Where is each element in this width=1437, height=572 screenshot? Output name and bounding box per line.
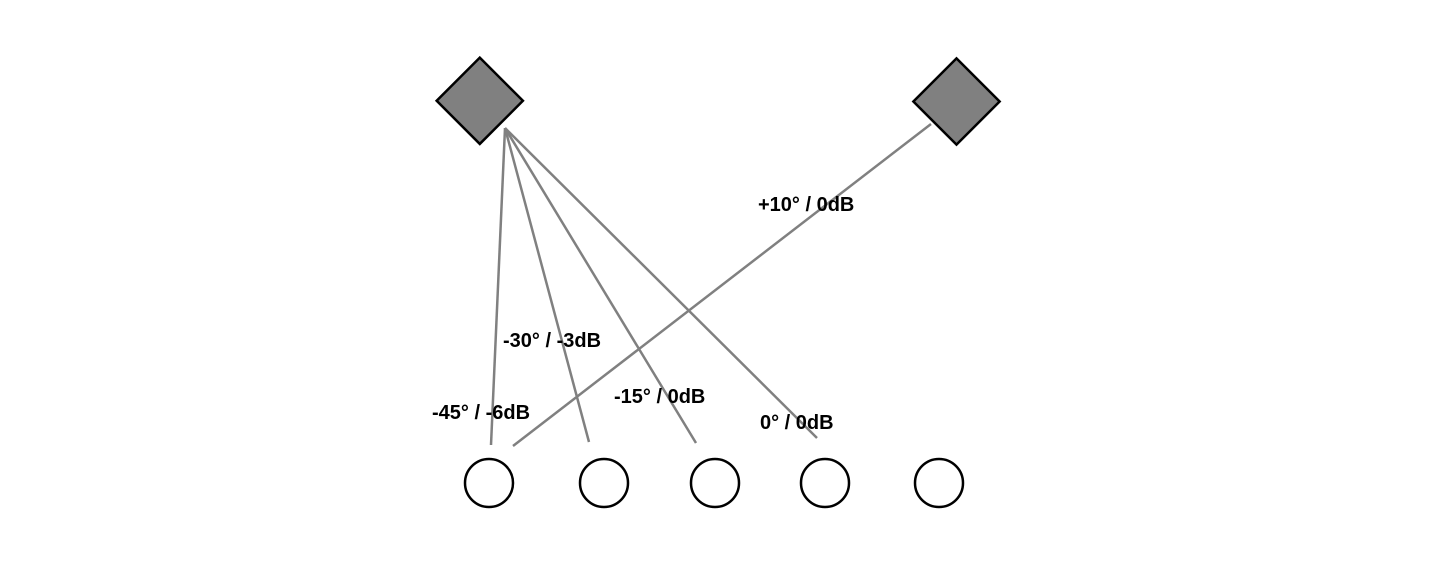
- ray-left-minus30: [503, 127, 591, 443]
- listener-seat-3: [689, 457, 741, 509]
- listener-seat-5: [913, 457, 965, 509]
- ray-left-minus15: [503, 127, 698, 444]
- left-speaker-rays: [489, 127, 818, 446]
- listener-row: [463, 457, 965, 509]
- label-left-minus15: -15° / 0dB: [614, 386, 705, 408]
- ray-right-plus10: [512, 123, 932, 447]
- label-left-minus30: -30° / -3dB: [503, 330, 601, 352]
- ray-left-zero: [504, 127, 818, 439]
- left-speaker: [434, 55, 525, 146]
- listener-seat-4: [799, 457, 851, 509]
- label-right-plus10: +10° / 0dB: [758, 194, 854, 216]
- right-speaker: [911, 56, 1002, 147]
- label-left-zero: 0° / 0dB: [760, 412, 834, 434]
- label-left-minus45: -45° / -6dB: [432, 402, 530, 424]
- listener-seat-2: [578, 457, 630, 509]
- listener-seat-1: [463, 457, 515, 509]
- ray-left-minus45: [489, 127, 507, 446]
